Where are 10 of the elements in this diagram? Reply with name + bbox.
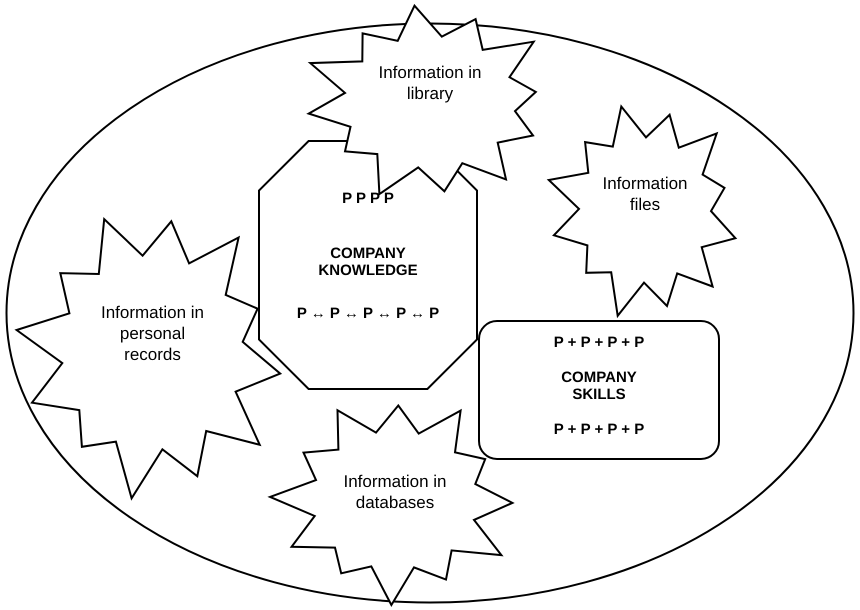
node-label: Information files	[601, 172, 689, 215]
formula-text: P + P + P + P	[554, 420, 644, 438]
node-label: Information in library	[378, 62, 482, 104]
formula-text: P ↔ P ↔ P ↔ P ↔ P	[296, 305, 440, 322]
node-label: Information in databases	[342, 470, 448, 513]
formula-text: P + P + P + P	[554, 334, 644, 351]
node-title: COMPANY SKILLS	[560, 369, 638, 403]
formula-text: P P P P	[342, 190, 394, 207]
node-title: COMPANY KNOWLEDGE	[317, 245, 419, 279]
node-label: Information in personal records	[100, 302, 205, 366]
